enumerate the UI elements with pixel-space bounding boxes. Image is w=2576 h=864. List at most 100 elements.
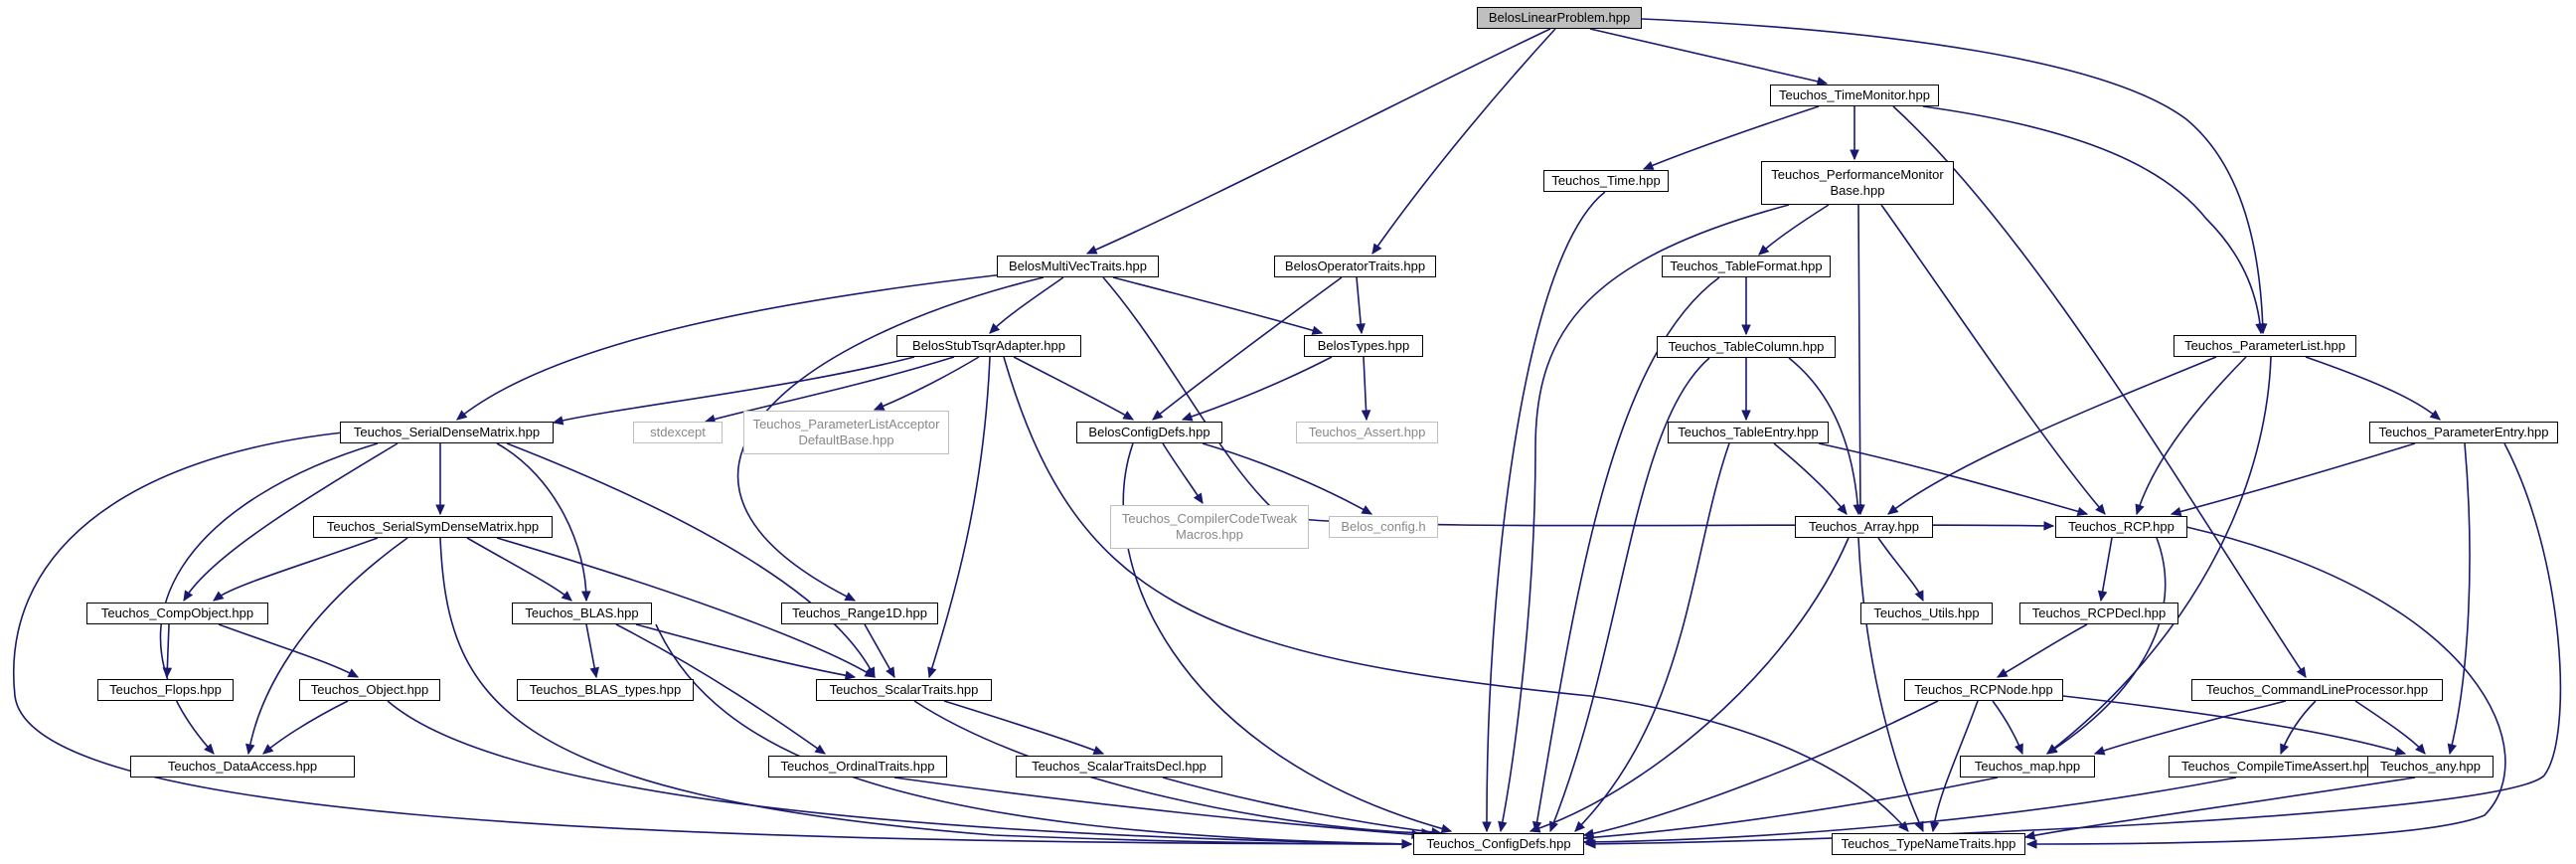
node-teuchos-rcp-node[interactable]: Teuchos_RCPNode.hpp [1904, 679, 2063, 701]
node-teuchos-range1d[interactable]: Teuchos_Range1D.hpp [781, 603, 938, 624]
node-stdexcept: stdexcept [633, 422, 723, 443]
arrowhead-TeuchosCompObject-to-TeuchosFlops [162, 667, 173, 679]
arrowhead-TeuchosSerialSymDenseMatrix-to-TeuchosCompObject [213, 591, 225, 602]
edge-TeuchosSerialDenseMatrix-to-TeuchosScalarTraits [506, 442, 876, 678]
edge-TeuchosSerialSymDenseMatrix-to-TeuchosScalarTraits [496, 537, 876, 678]
edge-TeuchosParameterEntry-to-Teuchosany [2449, 442, 2471, 755]
edge-TeuchosParameterList-to-Teuchosmap [2046, 356, 2272, 755]
edge-TeuchosParameterList-to-TeuchosRCP [2136, 356, 2247, 515]
edge-BelosStubTsqrAdapter-to-BelosConfigDefs [1013, 356, 1134, 421]
arrowhead-TeuchosRange1D-to-TeuchosScalarTraits [886, 666, 895, 679]
arrowhead-BelosLinearProblem-to-TeuchosTimeMonitor [1816, 77, 1829, 86]
node-teuchos-object[interactable]: Teuchos_Object.hpp [299, 679, 440, 701]
arrowhead-TeuchosObject-to-TeuchosDataAccess [262, 744, 274, 755]
node-teuchos-command-line-processor[interactable]: Teuchos_CommandLineProcessor.hpp [2191, 679, 2443, 701]
edge-TeuchosTableEntry-to-TeuchosArray [1773, 442, 1848, 515]
arrowhead-TeuchosRCP-to-TeuchosTypeNameTraits [2025, 839, 2037, 849]
node-belos-stub-tsqr-adapter[interactable]: BelosStubTsqrAdapter.hpp [896, 335, 1081, 357]
arrowhead-TeuchosTableFormat-to-TeuchosTableColumn [1741, 324, 1751, 336]
arrowhead-TeuchosSerialDenseMatrix-to-TeuchosDataAccess [204, 743, 215, 755]
edge-TeuchosSerialDenseMatrix-to-TeuchosDataAccess [159, 442, 379, 755]
node-teuchos-compile-time-assert[interactable]: Teuchos_CompileTimeAssert.hpp [2169, 756, 2387, 778]
arrowhead-TeuchosBLAS-to-TeuchosOrdinalTraits [814, 744, 827, 755]
edge-TeuchosCompObject-to-TeuchosObject [218, 623, 359, 678]
node-teuchos-map[interactable]: Teuchos_map.hpp [1960, 756, 2095, 778]
arrowhead-TeuchosSerialDenseMatrix-to-TeuchosBLAS [581, 591, 591, 603]
arrowhead-TeuchosParameterList-to-TeuchosParameterEntry [2429, 410, 2441, 421]
edge-TeuchosSerialSymDenseMatrix-to-TeuchosConfigDefs [439, 537, 1412, 845]
node-teuchos-rcp[interactable]: Teuchos_RCP.hpp [2055, 516, 2187, 538]
edge-TeuchosSerialDenseMatrix-to-TeuchosConfigDefs [13, 432, 1412, 845]
edge-TeuchosPerformanceMonitorBase-to-TeuchosRCP [1880, 204, 2106, 515]
node-teuchos-type-name-traits[interactable]: Teuchos_TypeNameTraits.hpp [1832, 833, 2025, 855]
node-belos-types[interactable]: BelosTypes.hpp [1304, 335, 1423, 357]
node-teuchos-scalar-traits-decl[interactable]: Teuchos_ScalarTraitsDecl.hpp [1016, 756, 1222, 778]
node-teuchos-blas[interactable]: Teuchos_BLAS.hpp [512, 603, 652, 624]
arrowhead-BelosOperatorTraits-to-BelosConfigDefs [1152, 410, 1164, 421]
edge-TeuchosCompileTimeAssert-to-TeuchosConfigDefs [1583, 777, 2237, 843]
node-teuchos-ordinal-traits[interactable]: Teuchos_OrdinalTraits.hpp [768, 756, 947, 778]
node-belos-operator-traits[interactable]: BelosOperatorTraits.hpp [1274, 256, 1436, 277]
node-belos-config-defs[interactable]: BelosConfigDefs.hpp [1076, 422, 1222, 443]
arrowhead-TeuchosRCPDecl-to-TeuchosRCPNode [1996, 668, 2009, 678]
node-teuchos-config-defs[interactable]: Teuchos_ConfigDefs.hpp [1413, 833, 1584, 855]
edge-TeuchosRCPDecl-to-TeuchosRCPNode [1997, 623, 2088, 678]
edge-TeuchosTime-to-TeuchosConfigDefs [1486, 191, 1606, 832]
arrowhead-TeuchosCommandLineProcessor-to-Teuchosmap [2093, 746, 2106, 756]
node-teuchos-utils[interactable]: Teuchos_Utils.hpp [1860, 603, 1993, 624]
edge-BelosConfigDefs-to-Belosconfig [1202, 442, 1372, 515]
edge-BelosStubTsqrAdapter-to-TeuchosScalarTraits [928, 356, 991, 678]
edge-TeuchosRCP-to-Teuchosmap [2046, 537, 2167, 755]
node-teuchos-serial-dense-matrix[interactable]: Teuchos_SerialDenseMatrix.hpp [340, 422, 554, 443]
node-teuchos-table-format[interactable]: Teuchos_TableFormat.hpp [1662, 256, 1831, 277]
edge-TeuchosArray-to-TeuchosTypeNameTraits [1857, 537, 1924, 832]
node-teuchos-blas-types[interactable]: Teuchos_BLAS_types.hpp [517, 679, 694, 701]
arrowhead-TeuchosPerformanceMonitorBase-to-TeuchosRCP [2095, 503, 2106, 515]
node-teuchos-performance-monitor-base[interactable]: Teuchos_PerformanceMonitor Base.hpp [1761, 161, 1954, 205]
arrowhead-TeuchosTime-to-TeuchosConfigDefs [1482, 821, 1492, 833]
node-teuchos-parameter-list[interactable]: Teuchos_ParameterList.hpp [2174, 335, 2356, 357]
arrowhead-TeuchosSerialSymDenseMatrix-to-TeuchosBLAS [561, 591, 572, 602]
edge-TeuchosSerialSymDenseMatrix-to-TeuchosCompObject [213, 537, 379, 602]
node-teuchos-serial-sym-dense-matrix[interactable]: Teuchos_SerialSymDenseMatrix.hpp [313, 516, 553, 538]
arrowhead-TeuchosRCPNode-to-TeuchosTypeNameTraits [1929, 820, 1940, 833]
node-teuchos-data-access[interactable]: Teuchos_DataAccess.hpp [130, 756, 355, 778]
arrowhead-TeuchosCommandLineProcessor-to-TeuchosCompileTimeAssert [2280, 743, 2290, 756]
arrowhead-TeuchosParameterList-to-TeuchosArray [1887, 504, 1899, 515]
node-teuchos-rcp-decl[interactable]: Teuchos_RCPDecl.hpp [2019, 603, 2178, 624]
edge-BelosMultiVecTraits-to-BelosStubTsqrAdapter [989, 276, 1064, 334]
edge-TeuchosTableColumn-to-TeuchosArray [1788, 357, 1859, 515]
arrowhead-TeuchosBLAS-to-TeuchosConfigDefs [1401, 839, 1413, 849]
edge-TeuchosArray-to-TeuchosUtils [1877, 537, 1924, 602]
node-teuchos-time-monitor[interactable]: Teuchos_TimeMonitor.hpp [1770, 85, 1939, 106]
node-teuchos-table-column[interactable]: Teuchos_TableColumn.hpp [1657, 336, 1836, 358]
edge-TeuchosPerformanceMonitorBase-to-TeuchosTableFormat [1758, 204, 1830, 256]
node-teuchos-time[interactable]: Teuchos_Time.hpp [1543, 170, 1669, 192]
edge-TeuchosObject-to-TeuchosConfigDefs [387, 700, 1412, 845]
arrowhead-TeuchosCompileTimeAssert-to-TeuchosConfigDefs [1582, 837, 1594, 847]
node-teuchos-scalar-traits[interactable]: Teuchos_ScalarTraits.hpp [816, 679, 992, 701]
node-teuchos-flops[interactable]: Teuchos_Flops.hpp [97, 679, 234, 701]
edge-BelosStubTsqrAdapter-to-TeuchosTypeNameTraits [1003, 356, 1909, 832]
node-teuchos-parameter-entry[interactable]: Teuchos_ParameterEntry.hpp [2369, 422, 2558, 443]
arrowhead-BelosTypes-to-TeuchosAssert [1361, 410, 1371, 422]
arrowhead-TeuchosParameterEntry-to-TeuchosRCP [2170, 506, 2182, 517]
arrowhead-TeuchosTimeMonitor-to-TeuchosCommandLineProcessor [2296, 666, 2307, 679]
node-belos-multivec-traits[interactable]: BelosMultiVecTraits.hpp [997, 256, 1159, 277]
arrowhead-TeuchosTableEntry-to-TeuchosConfigDefs [1574, 820, 1586, 832]
node-teuchos-array[interactable]: Teuchos_Array.hpp [1795, 516, 1933, 538]
edge-BelosLinearProblem-to-BelosMultiVecTraits [1086, 28, 1551, 255]
edge-TeuchosArray-to-TeuchosConfigDefs [1530, 537, 1850, 832]
arrowhead-TeuchosParameterList-to-TeuchosRCP [2135, 503, 2145, 516]
node-teuchos-any[interactable]: Teuchos_any.hpp [2367, 756, 2494, 778]
edge-TeuchosBLAS-to-TeuchosScalarTraits [635, 623, 856, 678]
arrowhead-BelosOperatorTraits-to-BelosTypes [1356, 323, 1366, 335]
arrowhead-Teuchosany-to-TeuchosTypeNameTraits [2023, 830, 2036, 840]
node-teuchos-comp-object[interactable]: Teuchos_CompObject.hpp [86, 603, 268, 624]
edge-TeuchosBLAS-to-TeuchosConfigDefs [655, 623, 1412, 845]
arrowhead-BelosStubTsqrAdapter-to-TeuchosParameterListAcceptorDefaultBase [873, 401, 886, 411]
arrowhead-TeuchosBLAS-to-TeuchosBLAStypes [589, 666, 599, 679]
node-teuchos-table-entry[interactable]: Teuchos_TableEntry.hpp [1668, 422, 1829, 443]
edge-TeuchosTableEntry-to-TeuchosRCP [1818, 442, 2088, 515]
